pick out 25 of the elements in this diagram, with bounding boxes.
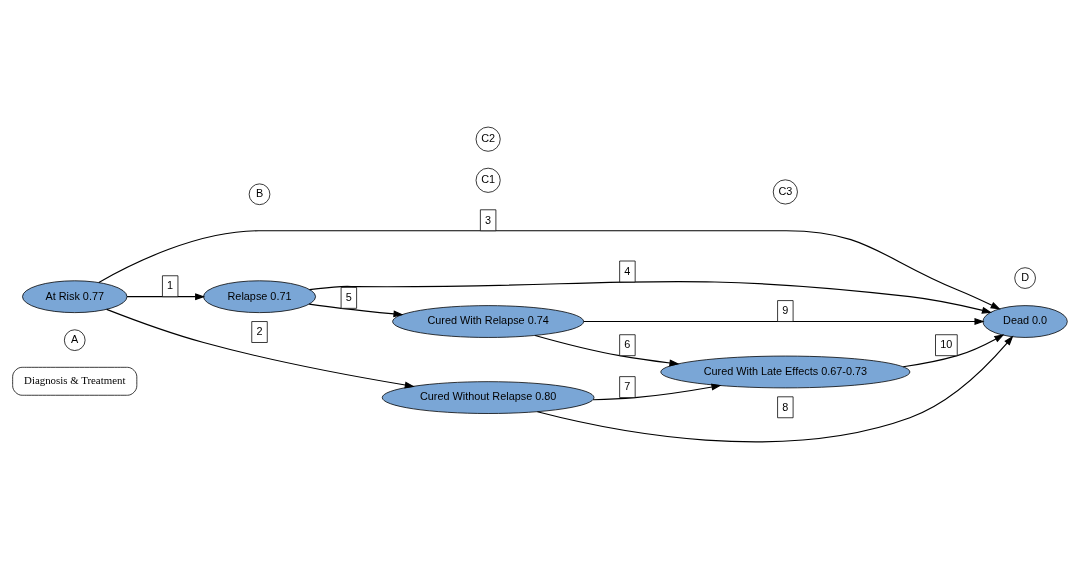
edge-label: 1 bbox=[167, 279, 174, 292]
arrow bbox=[308, 303, 404, 318]
node-circle: C3 bbox=[772, 179, 798, 205]
node-ellipse: At Risk 0.77 bbox=[22, 280, 128, 313]
edge-label: 6 bbox=[624, 338, 631, 351]
node-circle: B bbox=[248, 183, 271, 206]
node-ellipse: Relapse 0.71 bbox=[203, 280, 316, 313]
node-circle: C1 bbox=[475, 167, 501, 193]
edge-label: 4 bbox=[624, 264, 631, 277]
arrow bbox=[309, 280, 993, 314]
arrow bbox=[126, 293, 206, 301]
edge-label: 7 bbox=[624, 380, 631, 393]
edge-label: 10 bbox=[940, 338, 953, 351]
node-circle: A bbox=[63, 329, 86, 351]
edge-label: 3 bbox=[485, 213, 492, 226]
edge-label: 8 bbox=[782, 400, 789, 413]
edge-label: 9 bbox=[782, 304, 789, 317]
node-box: Diagnosis & Treatment bbox=[12, 366, 138, 396]
node-circle: D bbox=[1014, 267, 1036, 289]
node-circle: C2 bbox=[475, 126, 501, 152]
arrow bbox=[583, 318, 985, 326]
edge-label: 5 bbox=[345, 291, 352, 304]
arrow bbox=[592, 383, 722, 401]
arrow bbox=[106, 308, 415, 389]
edge-label: 2 bbox=[256, 325, 263, 338]
